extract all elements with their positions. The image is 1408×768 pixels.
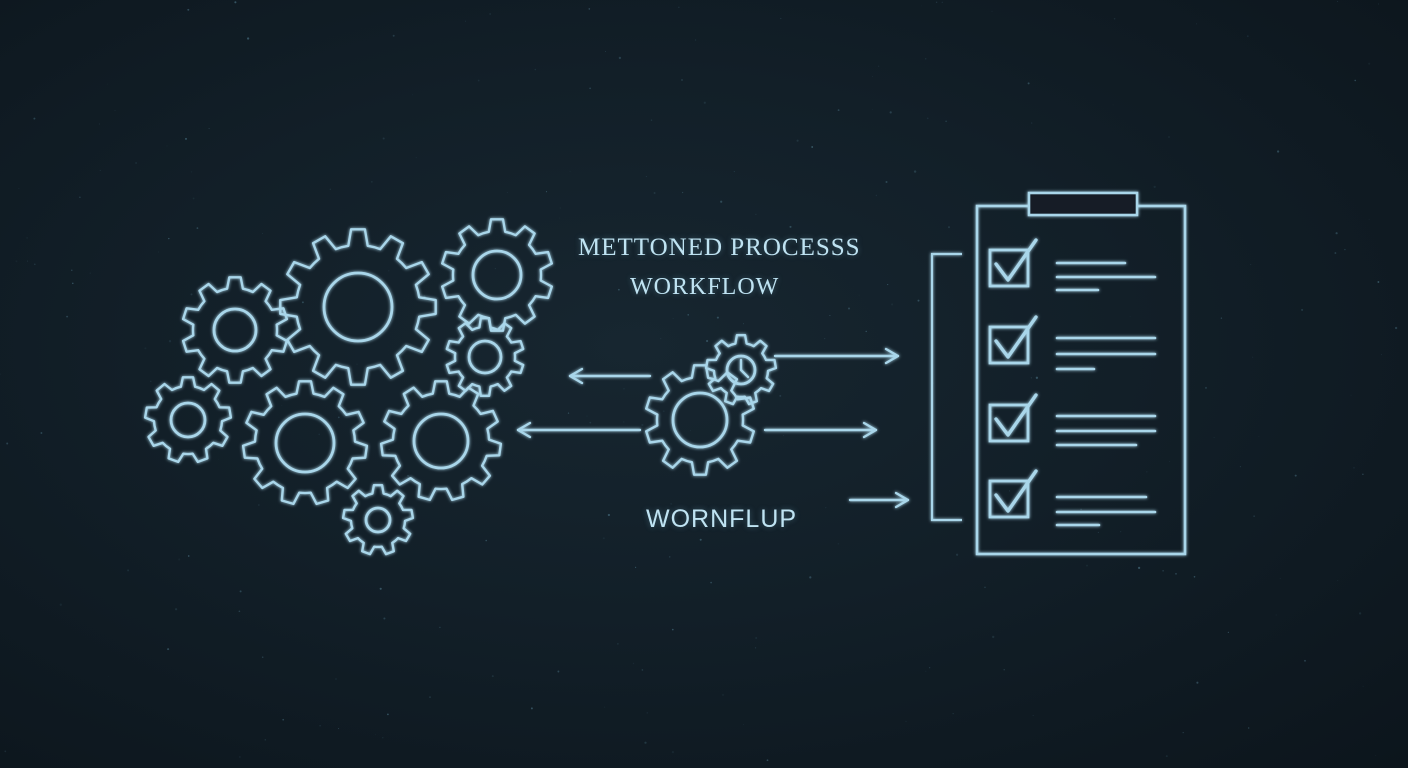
checklist-item — [988, 469, 1157, 527]
checklist-item — [988, 393, 1157, 447]
arrow-right-icon — [773, 347, 900, 365]
checkbox-checked-icon — [988, 315, 1038, 365]
gear-icon — [704, 334, 778, 406]
bottom-flow-label: WORNFLUP — [646, 505, 798, 533]
gear-cluster — [143, 218, 778, 556]
gear-icon — [181, 276, 289, 384]
checklist-clipboard — [930, 191, 1187, 556]
checklist-item — [988, 238, 1157, 292]
clipboard-icon — [930, 191, 1187, 556]
arrow-left-icon — [516, 421, 642, 439]
arrow-right-icon — [848, 491, 910, 509]
gear-icon — [379, 380, 503, 502]
workflow-label: WORKFLOW — [630, 274, 780, 300]
arrow-right-icon — [763, 421, 878, 439]
gear-icon — [241, 380, 369, 506]
checklist-item — [988, 315, 1157, 371]
gear-icon — [341, 484, 415, 556]
process-title: METTONED PROCESSS — [578, 234, 861, 261]
gear-icon — [445, 317, 525, 397]
gear-icon — [645, 364, 755, 476]
arrow-left-icon — [568, 367, 652, 385]
checkbox-checked-icon — [988, 393, 1038, 443]
flow-arrows — [516, 347, 910, 509]
gear-icon — [279, 228, 437, 386]
checkbox-checked-icon — [988, 469, 1038, 519]
gear-icon — [441, 218, 553, 332]
checkbox-checked-icon — [988, 238, 1038, 288]
gear-icon — [143, 376, 233, 464]
clock-icon — [739, 358, 750, 379]
